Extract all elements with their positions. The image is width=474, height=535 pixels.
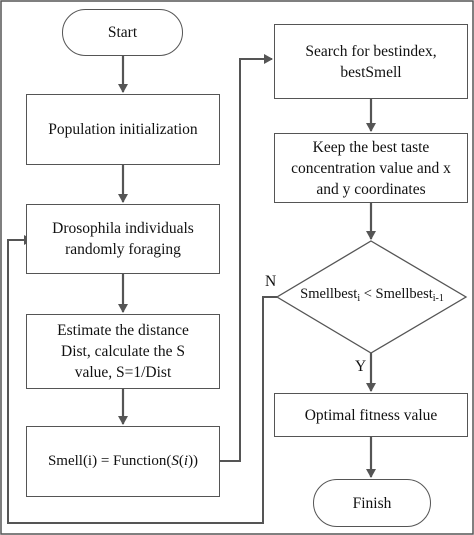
keep-best-label: Keep the best taste concentration value … xyxy=(291,138,451,198)
decision-condition-label: Smellbesti < Smellbesti-1 xyxy=(282,286,462,304)
branch-label-yes: Y xyxy=(355,358,367,375)
decision-operator: < xyxy=(360,286,376,302)
smell-function-arg-i: i xyxy=(183,453,189,469)
smell-function-lhs: Smell(i) = Function( xyxy=(47,453,172,469)
optimal-fitness-label: Optimal fitness value xyxy=(304,406,438,424)
search-best-label: Search for bestindex, bestSmell xyxy=(305,42,437,81)
finish-terminal: Finish xyxy=(313,479,431,527)
start-terminal: Start xyxy=(62,9,183,56)
finish-label: Finish xyxy=(352,494,392,512)
decision-term-a: Smellbest xyxy=(300,286,358,302)
foraging-label: Drosophila individuals randomly foraging xyxy=(52,220,194,258)
start-label: Start xyxy=(107,24,138,41)
smell-function-box: Smell(i) = Function(S(i)) xyxy=(26,426,220,497)
smell-function-close-paren: )) xyxy=(188,453,199,469)
arrow-no-loop-to-foraging xyxy=(7,235,277,524)
keep-best-box: Keep the best taste concentration value … xyxy=(274,133,468,203)
decision-term-b: Smellbest xyxy=(375,286,433,302)
population-init-label: Population initialization xyxy=(48,121,198,138)
search-best-box: Search for bestindex, bestSmell xyxy=(274,24,468,99)
estimate-distance-label: Estimate the distance Dist, calculate th… xyxy=(57,322,189,381)
smell-function-arg-s: S xyxy=(171,453,179,469)
population-init-box: Population initialization xyxy=(26,94,220,165)
foraging-box: Drosophila individuals randomly foraging xyxy=(26,204,220,274)
branch-label-no: N xyxy=(265,273,277,290)
arrow-smell-to-search xyxy=(220,54,273,462)
smell-function-open-paren: ( xyxy=(178,453,184,469)
smell-function-label: Smell(i) = Function(S(i)) xyxy=(48,451,198,472)
decision-term-a-subscript: i xyxy=(357,293,361,304)
decision-term-b-subscript: i-1 xyxy=(432,293,444,304)
optimal-fitness-box: Optimal fitness value xyxy=(274,393,468,437)
estimate-distance-box: Estimate the distance Dist, calculate th… xyxy=(26,314,220,389)
